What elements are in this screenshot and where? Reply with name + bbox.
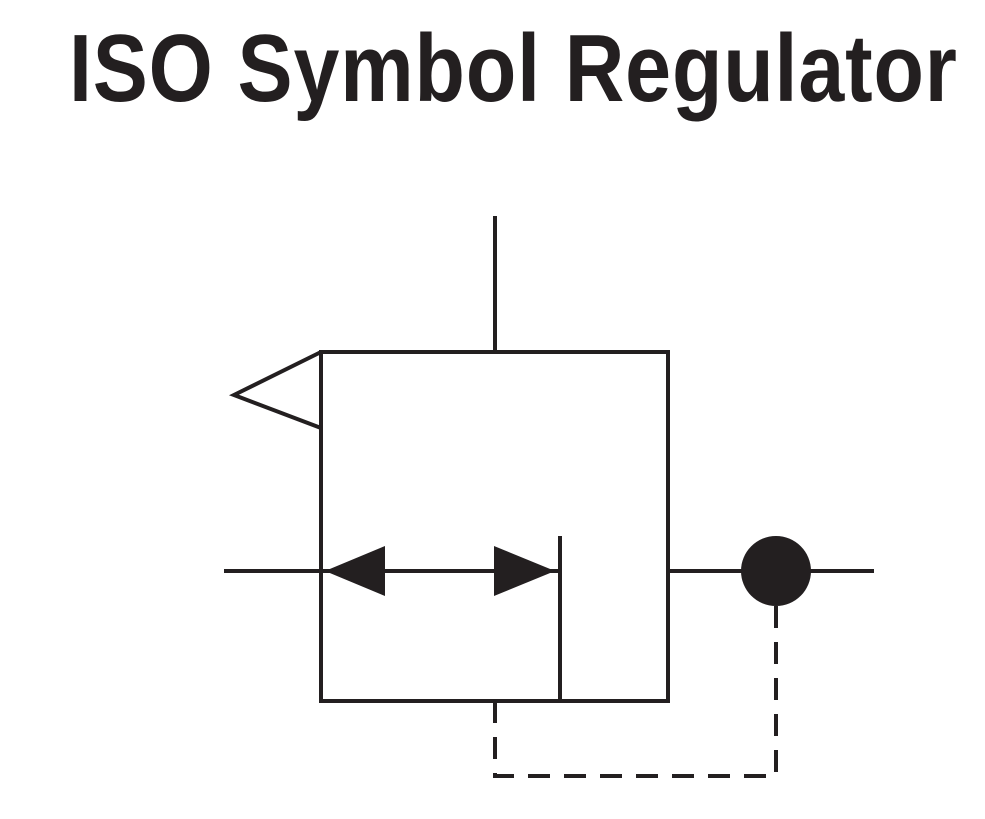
arrow-right-icon bbox=[494, 546, 555, 596]
control-triangle-icon bbox=[228, 350, 322, 430]
page-title: ISO Symbol Regulator bbox=[68, 15, 958, 122]
junction-dot-icon bbox=[741, 536, 811, 606]
pilot-line-dashed bbox=[493, 606, 778, 778]
valve-body bbox=[319, 350, 670, 703]
arrow-left-icon bbox=[325, 546, 385, 596]
